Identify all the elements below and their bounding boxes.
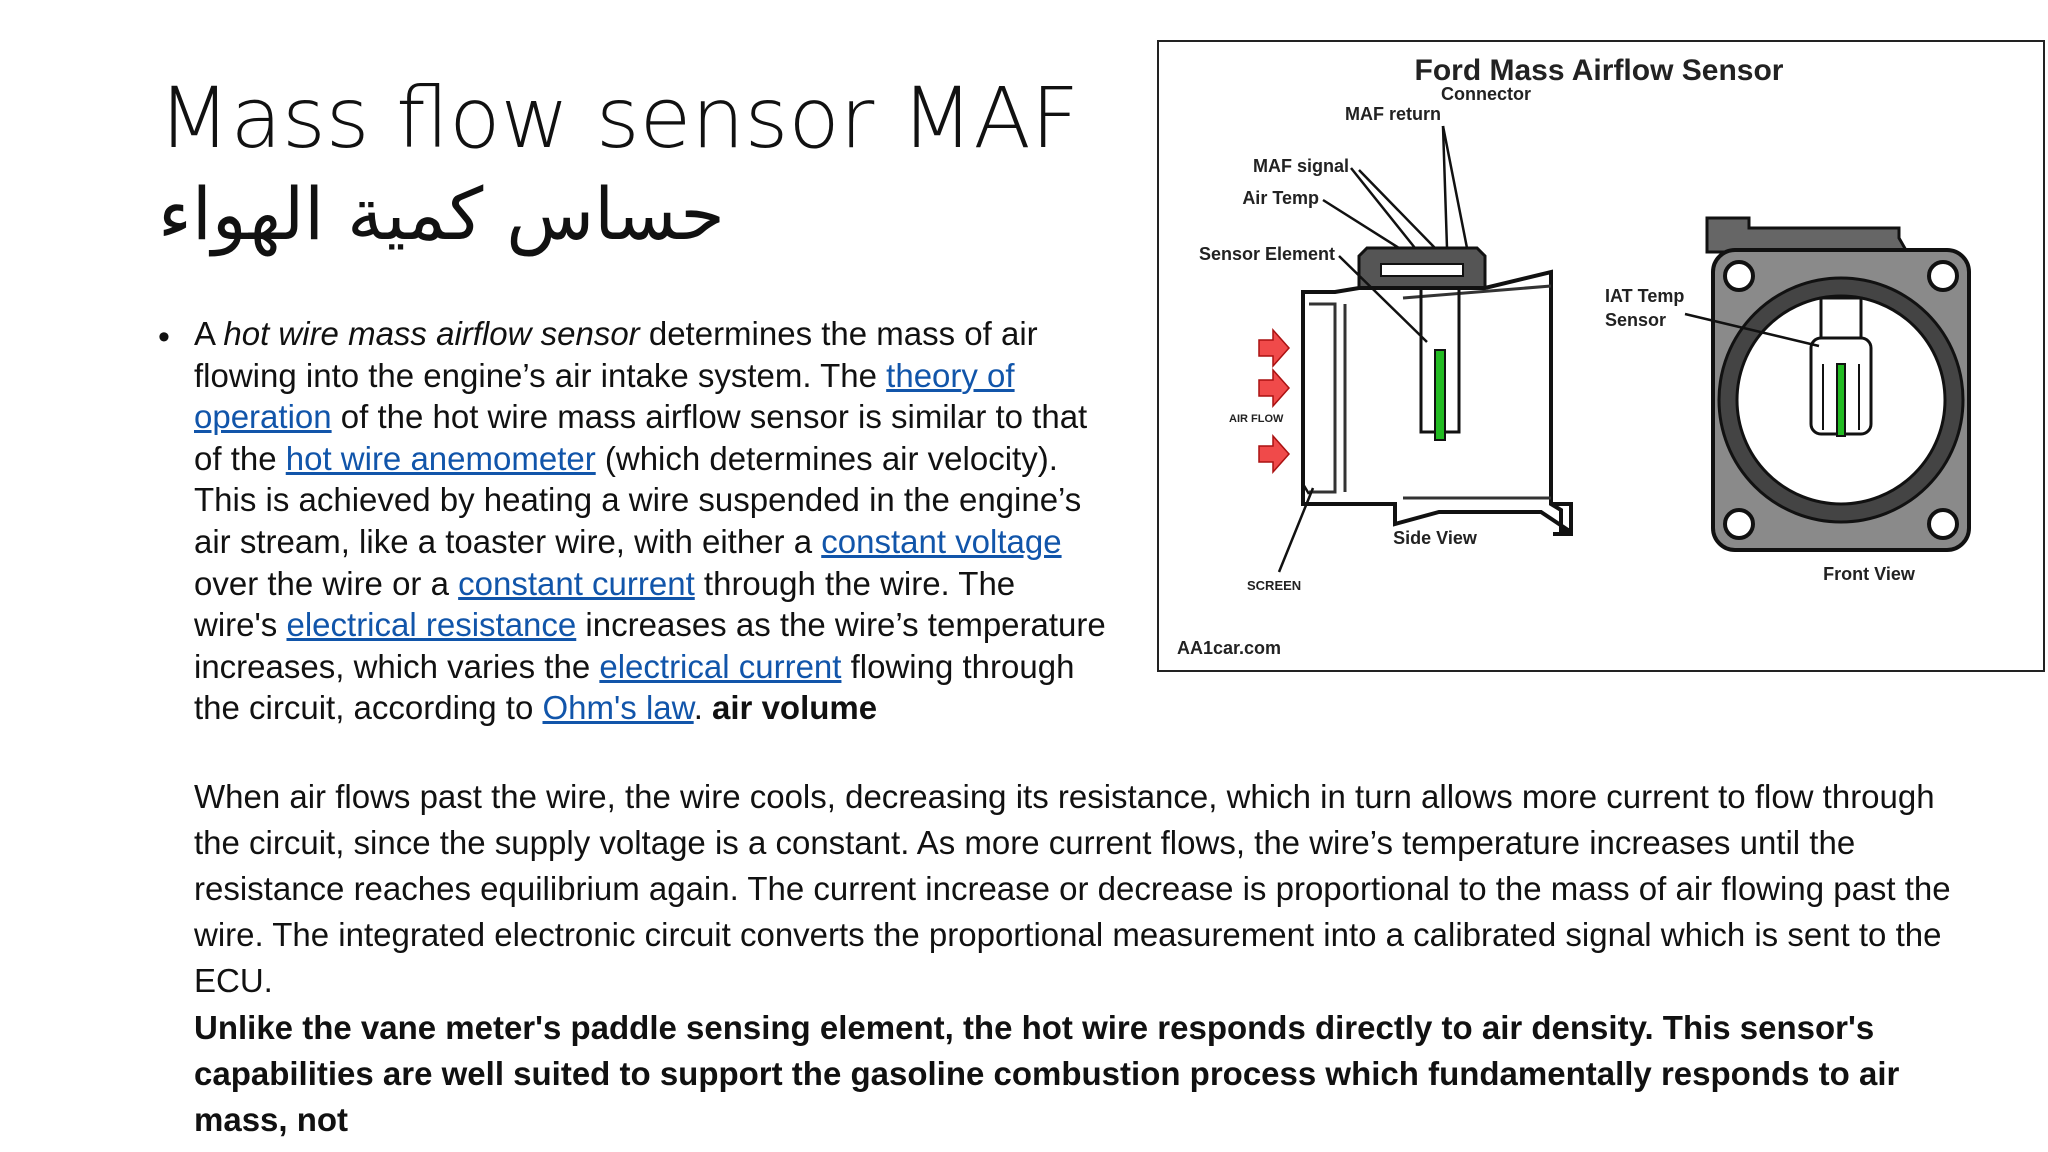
link-ohms-law[interactable]: Ohm's law xyxy=(542,689,694,727)
air-flow-arrows xyxy=(1258,328,1291,474)
connector-pins xyxy=(1380,263,1464,277)
paragraph-operation: When air flows past the wire, the wire c… xyxy=(194,778,1951,999)
label-front-view: Front View xyxy=(1823,564,1916,584)
link-constant-voltage[interactable]: constant voltage xyxy=(821,522,1062,560)
front-probe-ribs xyxy=(1822,364,1860,430)
label-air-flow: AIR FLOW xyxy=(1229,413,1284,425)
front-connector xyxy=(1705,216,1910,254)
label-side-view: Side View xyxy=(1393,528,1478,548)
link-constant-current[interactable]: constant current xyxy=(458,564,695,602)
mounting-hole-icon xyxy=(1927,260,1959,292)
side-view-inner-ribs xyxy=(1309,284,1552,500)
label-credit: AA1car.com xyxy=(1177,638,1281,658)
side-view-skirt xyxy=(1551,502,1573,536)
leader-line xyxy=(1358,125,1449,249)
bullet-marker: • xyxy=(158,318,170,356)
link-electrical-resistance[interactable]: electrical resistance xyxy=(286,606,577,644)
label-iat-temp-line1: IAT Temp xyxy=(1605,286,1684,306)
arrow-icon xyxy=(1258,368,1291,408)
maf-sensor-diagram: Ford Mass Airflow Sensor xyxy=(1157,40,2045,672)
link-theory-of-operation[interactable]: theory of operation xyxy=(194,356,1015,436)
mounting-hole-icon xyxy=(1927,508,1959,540)
slide-title-arabic: حساس كمية الهواء xyxy=(158,172,725,256)
text-segment: determines the mass of air flowing into … xyxy=(194,315,1038,394)
arrow-icon xyxy=(1258,434,1291,474)
leader-line xyxy=(1684,312,1820,348)
text-segment: A xyxy=(194,315,224,352)
front-hot-wire xyxy=(1836,363,1846,437)
text-segment: through the wire. The wire's xyxy=(194,564,1016,644)
paragraph-conclusion: Unlike the vane meter's paddle sensing e… xyxy=(194,1009,1900,1138)
slide-title: Mass flow sensor MAF xyxy=(158,69,1080,167)
text-segment: flowing through the circuit, according t… xyxy=(194,647,1075,727)
front-view-labels: IAT Temp Sensor Front View xyxy=(1605,286,1916,584)
side-view-labels: MAF return Connector MAF signal Air Temp… xyxy=(1199,84,1531,593)
sensor-element-hot-wire xyxy=(1434,349,1446,441)
text-segment: . xyxy=(693,689,713,727)
mounting-hole-icon xyxy=(1723,260,1755,292)
label-sensor-element: Sensor Element xyxy=(1199,244,1335,264)
text-segment: over the wire or a xyxy=(194,564,459,602)
link-electrical-current[interactable]: electrical current xyxy=(599,647,842,685)
side-view-drawing xyxy=(1301,246,1573,536)
text-segment: (which determines air velocity). This is… xyxy=(194,439,1082,560)
paragraph-intro: A hot wire mass airflow sensor determine… xyxy=(194,313,1106,729)
italic-term: hot wire mass airflow sensor xyxy=(223,315,640,352)
label-screen: SCREEN xyxy=(1247,578,1301,593)
label-maf-return: MAF return xyxy=(1345,104,1441,124)
arrow-icon xyxy=(1258,328,1291,368)
diagram-title: Ford Mass Airflow Sensor xyxy=(1415,54,1784,87)
label-maf-signal: MAF signal xyxy=(1253,156,1349,176)
text-segment: of the hot wire mass airflow sensor is s… xyxy=(194,398,1088,477)
mounting-hole-icon xyxy=(1723,508,1755,540)
link-hot-wire-anemometer[interactable]: hot wire anemometer xyxy=(285,439,596,477)
label-air-temp: Air Temp xyxy=(1242,188,1319,208)
text-segment: increases as the wire’s temperature incr… xyxy=(194,606,1106,685)
diagram-canvas: Ford Mass Airflow Sensor xyxy=(1177,54,1971,658)
bold-term: air volume xyxy=(712,689,878,727)
leader-line xyxy=(1277,125,1469,573)
front-view-drawing xyxy=(1705,216,1971,552)
label-iat-temp-line2: Sensor xyxy=(1605,310,1666,330)
label-connector: Connector xyxy=(1441,84,1531,104)
